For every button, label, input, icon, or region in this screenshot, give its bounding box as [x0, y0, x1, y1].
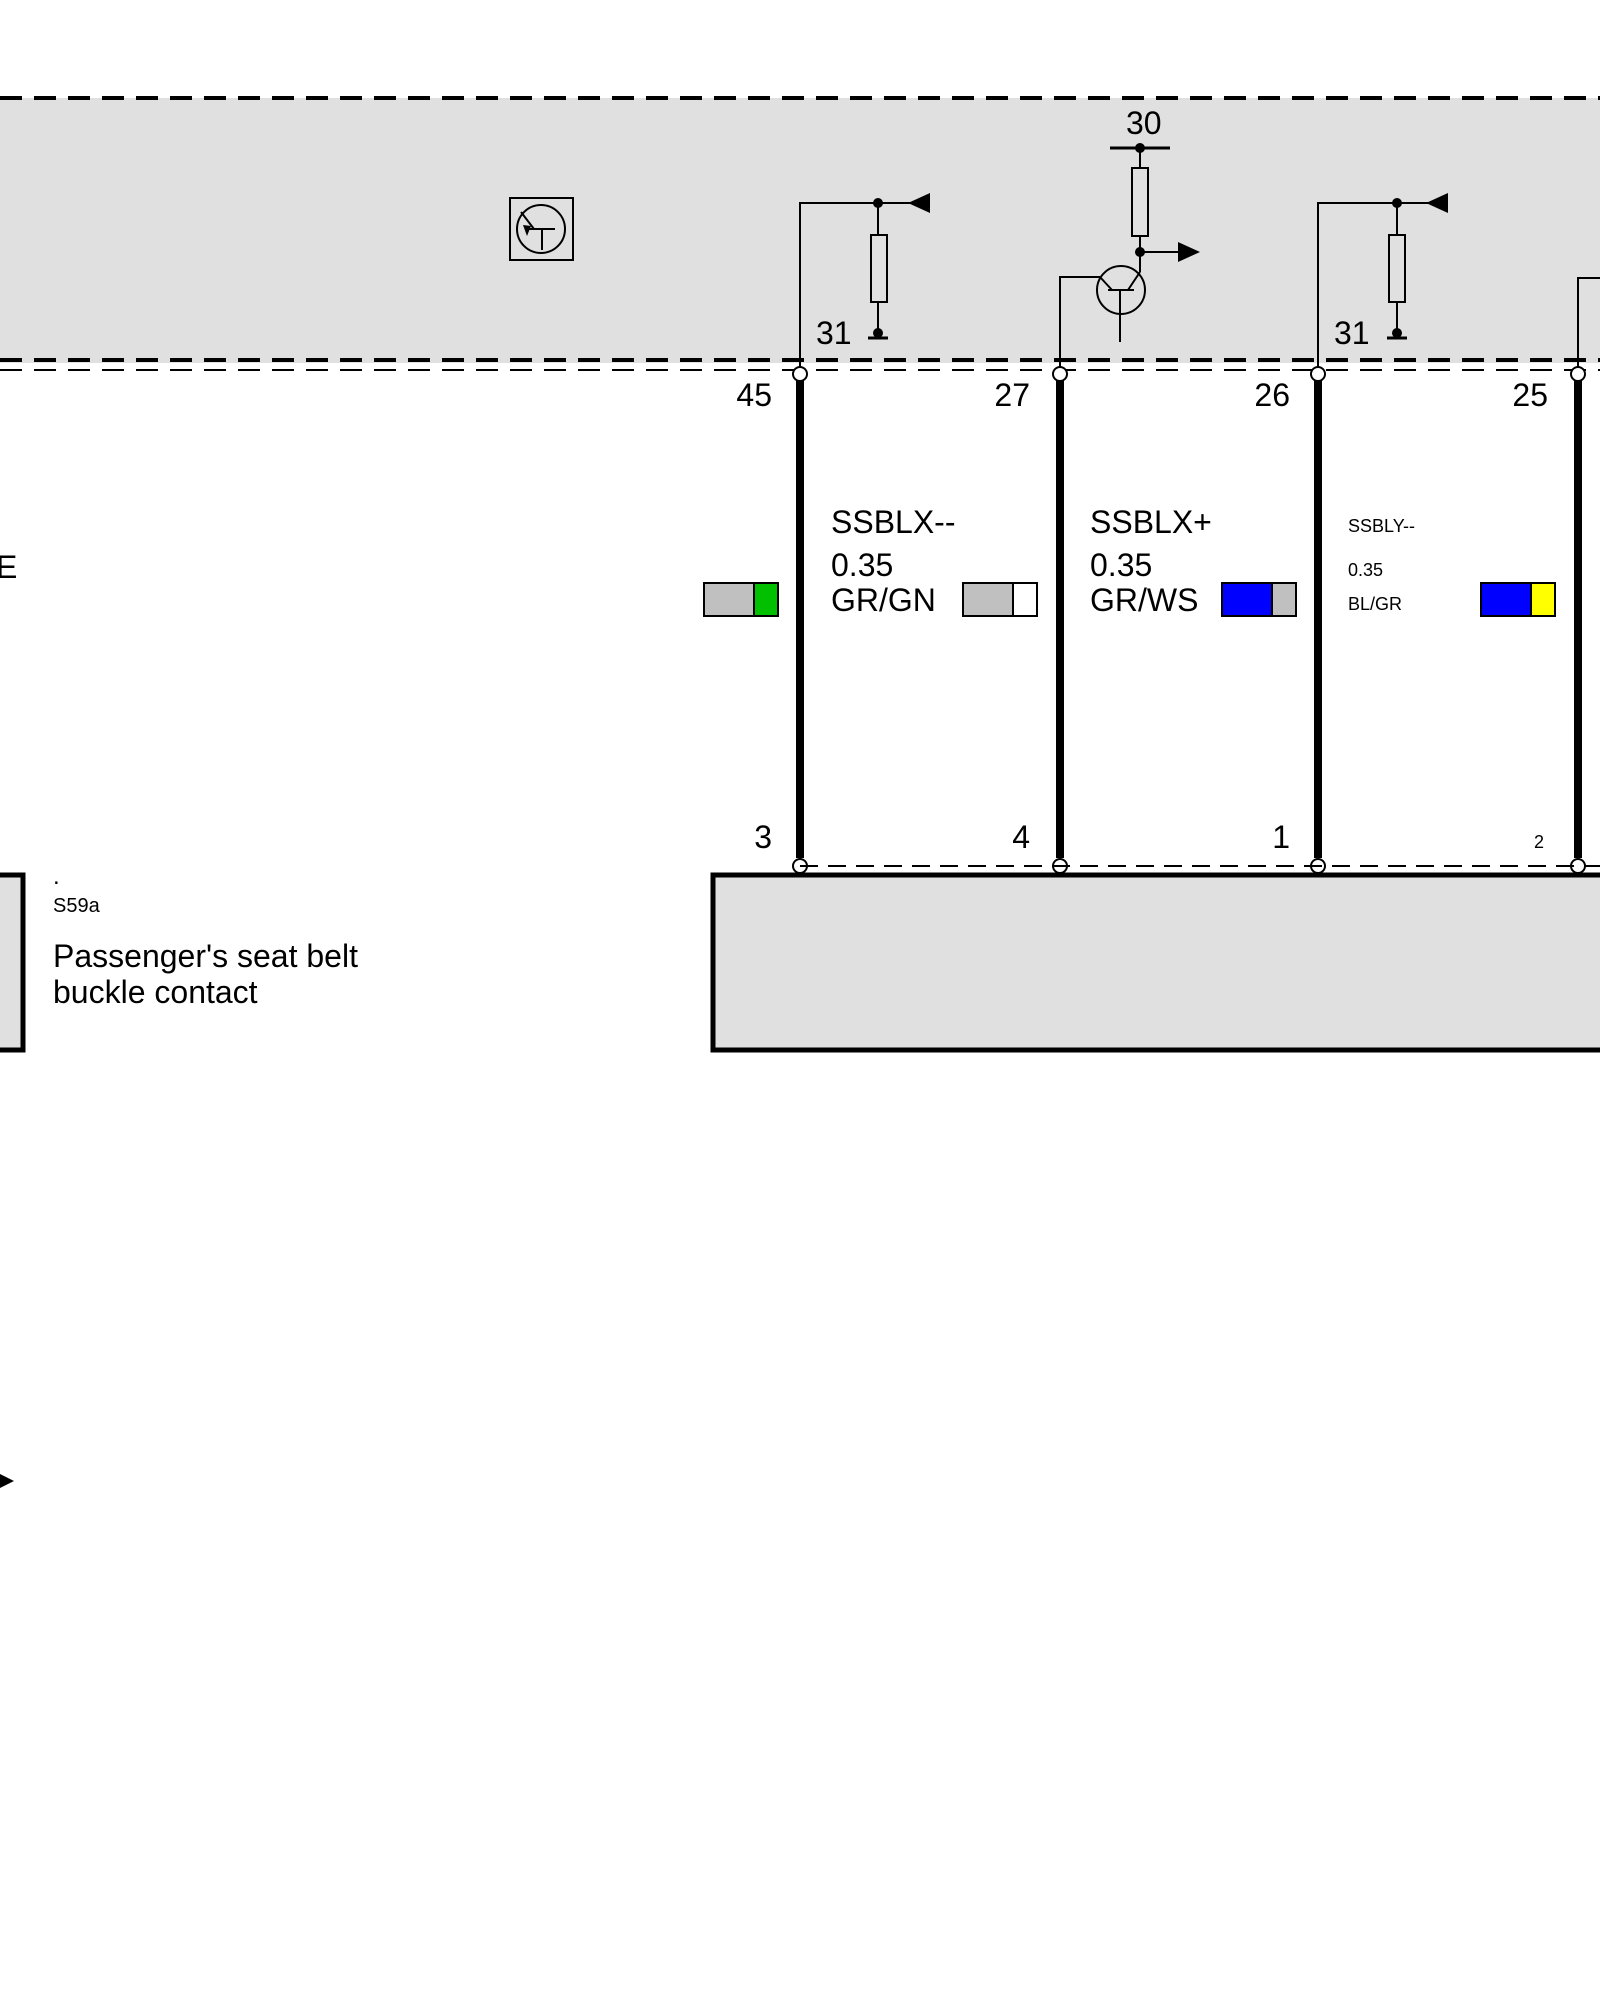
wire-color-swatch: [703, 582, 779, 617]
wire-signal-label: SSBLX--: [831, 504, 955, 540]
wire-gauge-label: 0.35: [831, 547, 893, 583]
pin-number: 3: [754, 819, 772, 855]
wires: [796, 374, 1582, 858]
supply-circuit: [1059, 146, 1180, 370]
pin-number: 27: [994, 377, 1030, 413]
control-module: 31 30 31: [0, 96, 1600, 371]
junction-dot: [1135, 247, 1145, 257]
wire-signal-label: SSBLY--: [1348, 516, 1415, 536]
junction-dot: [1392, 328, 1402, 338]
signal-arrow-icon: [908, 193, 930, 213]
junction-dot: [1135, 143, 1145, 153]
ground-label: 31: [1334, 315, 1370, 351]
output-arrow-icon: [1178, 242, 1200, 262]
arrow-icon: [0, 1474, 14, 1488]
junction-dot: [873, 328, 883, 338]
wire-gauge-label: 0.35: [1348, 560, 1383, 580]
pin-number: 26: [1254, 377, 1290, 413]
buckle-contact-body: [710, 872, 1600, 1053]
wire-color-swatch: [962, 582, 1038, 617]
pin-number: 1: [1272, 819, 1290, 855]
junction-dot: [873, 198, 883, 208]
ground-label: 31: [816, 315, 852, 351]
component-id: S59a: [53, 895, 101, 917]
wire-signal-label: SSBLX+: [1090, 504, 1212, 540]
pin-number: 45: [736, 377, 772, 413]
pin-number: 4: [1012, 819, 1030, 855]
component-box-left: [0, 872, 26, 1053]
pin-terminals: [792, 366, 1586, 874]
signal-arrow-icon: [1426, 193, 1448, 213]
component-dot: .: [53, 863, 60, 890]
supply-label: 30: [1126, 105, 1162, 141]
wire-color-label: GR/GN: [831, 582, 936, 618]
wire-color-label: GR/WS: [1090, 582, 1198, 618]
component-name: Passenger's seat belt: [53, 938, 358, 974]
pull-up-circuit-2: [1317, 202, 1600, 370]
pin-number: 2: [1534, 832, 1544, 852]
wire-gauge-label: 0.35: [1090, 547, 1152, 583]
transistor-symbol-icon: [509, 197, 574, 261]
pin-number: 25: [1512, 377, 1548, 413]
wire-color-swatch: [1480, 582, 1556, 617]
junction-dot: [1392, 198, 1402, 208]
wire-color-swatch: [1221, 582, 1297, 617]
pull-up-circuit-1: [799, 202, 930, 370]
cut-off-label: E: [0, 549, 17, 585]
component-name: buckle contact: [53, 974, 258, 1010]
wire-color-label: BL/GR: [1348, 594, 1402, 614]
